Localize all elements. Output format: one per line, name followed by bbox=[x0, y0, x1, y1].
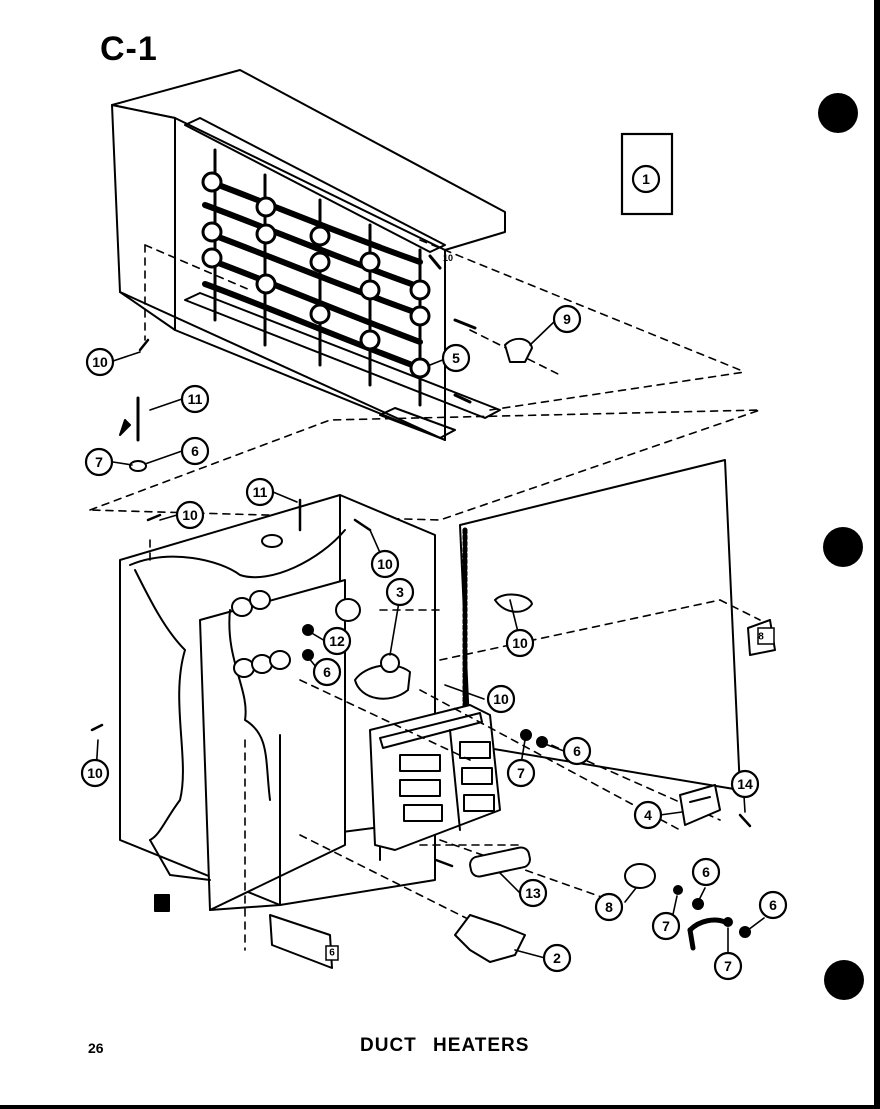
contactor bbox=[454, 914, 526, 963]
terminal-block bbox=[369, 704, 501, 851]
callout-1: 1 bbox=[642, 171, 650, 187]
callout-12: 12 bbox=[329, 633, 345, 649]
pressure-switch bbox=[504, 337, 533, 363]
callout-11-a: 11 bbox=[188, 391, 203, 407]
callout-10-g: 10 bbox=[443, 253, 453, 263]
callout-10-a: 10 bbox=[92, 354, 108, 370]
page-number: 26 bbox=[88, 1040, 104, 1056]
binder-holes bbox=[818, 93, 864, 1000]
fuse bbox=[469, 846, 531, 878]
callout-7-a: 7 bbox=[95, 454, 103, 470]
callout-10-b: 10 bbox=[182, 507, 198, 523]
callout-14: 14 bbox=[737, 776, 753, 792]
callout-7-b: 7 bbox=[517, 765, 525, 781]
callout-13: 13 bbox=[525, 885, 541, 901]
control-box-housing bbox=[119, 494, 436, 911]
scan-edge-right bbox=[874, 0, 880, 1109]
callout-6-a: 6 bbox=[191, 443, 199, 459]
callout-6-d: 6 bbox=[702, 864, 710, 880]
callout-10-e: 10 bbox=[512, 635, 528, 651]
callout-10-f: 10 bbox=[493, 691, 509, 707]
callout-10-d: 10 bbox=[87, 765, 103, 781]
callout-2: 2 bbox=[553, 950, 561, 966]
cover-plate bbox=[269, 914, 333, 969]
callout-11-b: 11 bbox=[253, 484, 268, 500]
callout-1-frame bbox=[620, 132, 674, 216]
callout-9: 9 bbox=[563, 311, 571, 327]
callout-3: 3 bbox=[396, 584, 404, 600]
callout-8-b: 8 bbox=[758, 632, 764, 643]
callout-6-b: 6 bbox=[323, 664, 331, 680]
callout-6-e: 6 bbox=[769, 897, 777, 913]
callout-4: 4 bbox=[644, 807, 652, 823]
diagram-caption: DUCT HEATERS bbox=[360, 1035, 530, 1056]
callout-7-d: 7 bbox=[724, 958, 732, 974]
heater-element-assembly bbox=[111, 69, 506, 441]
bolt-upper bbox=[119, 396, 147, 472]
callout-6-c: 6 bbox=[573, 743, 581, 759]
callout-10-c: 10 bbox=[377, 556, 393, 572]
probe-element bbox=[687, 917, 728, 951]
callout-8-a: 8 bbox=[605, 899, 613, 915]
limit-switch bbox=[354, 653, 411, 700]
access-door bbox=[459, 459, 741, 791]
sheet-code: C-1 bbox=[100, 30, 158, 68]
callout-6-f: 6 bbox=[329, 948, 335, 959]
callout-7-c: 7 bbox=[662, 918, 670, 934]
thermal-cutout bbox=[624, 863, 656, 889]
relay bbox=[679, 784, 721, 826]
screw-hardware bbox=[90, 338, 752, 868]
scan-edge-bottom bbox=[0, 1105, 880, 1109]
callout-5: 5 bbox=[452, 350, 460, 366]
